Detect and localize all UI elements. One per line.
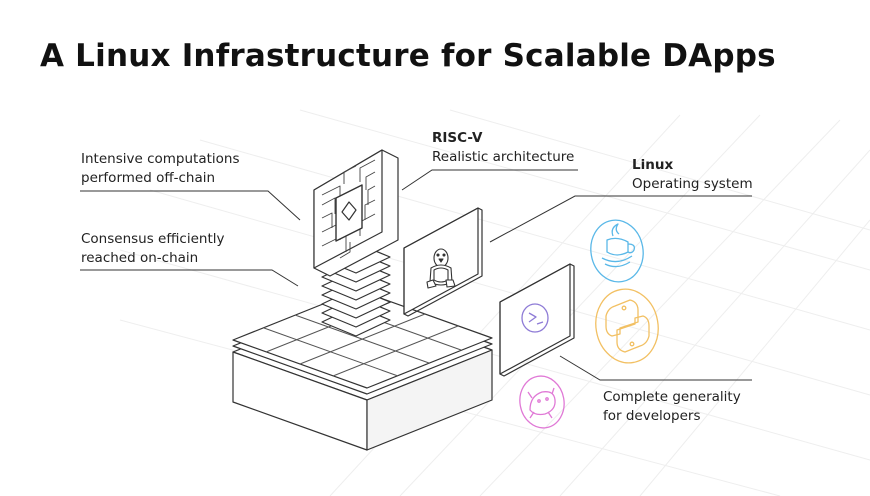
cpu-chip-icon — [313, 149, 399, 277]
python-logo-icon — [595, 288, 659, 364]
terminal-prompt-icon — [521, 303, 549, 333]
linux-name: Linux — [632, 157, 674, 173]
linux-callout: Linux Operating system — [632, 156, 753, 194]
developer-panel — [499, 263, 575, 377]
linux-desc: Operating system — [632, 176, 753, 192]
onchain-line2: reached on-chain — [81, 250, 199, 266]
rust-crab-icon — [519, 375, 565, 429]
onchain-line1: Consensus efficiently — [81, 231, 225, 247]
devs-line1: Complete generality — [603, 389, 741, 405]
linux-leader-line — [489, 195, 752, 243]
onchain-callout: Consensus efficiently reached on-chain — [81, 230, 224, 268]
page-title: A Linux Infrastructure for Scalable DApp… — [40, 38, 776, 74]
offchain-line2: performed off-chain — [81, 170, 216, 186]
riscv-leader-line — [401, 169, 578, 191]
devs-callout: Complete generality for developers — [603, 388, 741, 426]
linux-tux-icon — [426, 248, 456, 289]
onchain-leader-line — [80, 269, 299, 287]
offchain-callout: Intensive computations performed off-cha… — [81, 150, 239, 188]
blockchain-base-block — [232, 289, 493, 451]
riscv-name: RISC-V — [432, 130, 483, 146]
offchain-line1: Intensive computations — [81, 151, 240, 167]
offchain-leader-line — [80, 190, 301, 221]
riscv-desc: Realistic architecture — [432, 149, 575, 165]
java-logo-icon — [590, 219, 644, 283]
devs-leader-line — [559, 355, 752, 381]
devs-line2: for developers — [603, 408, 701, 424]
riscv-callout: RISC-V Realistic architecture — [432, 129, 574, 167]
